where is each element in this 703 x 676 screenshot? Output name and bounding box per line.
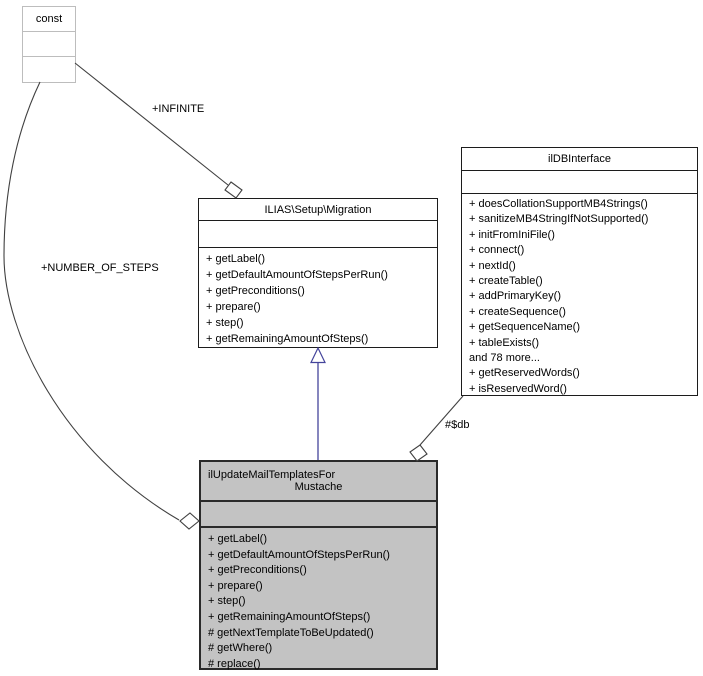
methods-compartment — [23, 57, 75, 82]
attributes-compartment — [462, 171, 697, 194]
method-item: + getLabel() — [208, 533, 268, 545]
class-node-const: const — [22, 6, 76, 83]
class-title: ILIAS\Setup\Migration — [199, 199, 437, 221]
class-title: ilDBInterface — [462, 148, 697, 171]
method-item: + addPrimaryKey() — [469, 290, 562, 303]
method-item: # replace() — [208, 657, 261, 670]
methods-compartment: + doesCollationSupportMB4Strings() + san… — [462, 194, 697, 397]
method-item: + initFromIniFile() — [469, 228, 555, 241]
method-item: + getRemainingAmountOfSteps() — [208, 610, 371, 623]
edge-label-infinite: +INFINITE — [152, 103, 205, 115]
method-item: + prepare() — [206, 300, 261, 313]
class-title-line2: Mustache — [294, 481, 343, 493]
method-item: + step() — [206, 316, 244, 329]
method-item: + nextId() — [469, 259, 516, 272]
method-item: + getDefaultAmountOfStepsPerRun() — [208, 548, 390, 561]
method-item: + tableExists() — [469, 336, 539, 349]
method-item: + step() — [208, 595, 246, 608]
method-item: + doesCollationSupportMB4Strings() — [469, 198, 648, 210]
method-item: + getLabel() — [206, 253, 266, 265]
methods-compartment: + getLabel() + getDefaultAmountOfStepsPe… — [201, 528, 436, 672]
edge-label-db: #$db — [445, 419, 470, 431]
method-item: + getDefaultAmountOfStepsPerRun() — [206, 268, 388, 281]
aggregation-diamond-infinite — [224, 181, 243, 199]
inheritance-arrowhead — [310, 346, 326, 364]
method-item: and 78 more... — [469, 352, 540, 365]
class-node-migration[interactable]: ILIAS\Setup\Migration + getLabel() + get… — [198, 198, 438, 348]
class-node-ildbinterface[interactable]: ilDBInterface + doesCollationSupportMB4S… — [461, 147, 698, 396]
method-item: + getPreconditions() — [206, 284, 305, 297]
method-item: + connect() — [469, 244, 525, 257]
method-item: + createSequence() — [469, 305, 566, 318]
class-node-ilupdatemailtemplatesformustache: ilUpdateMailTemplatesFor Mustache + getL… — [199, 460, 438, 670]
method-item: + getReservedWords() — [469, 367, 580, 380]
method-item: + sanitizeMB4StringIfNotSupported() — [469, 213, 649, 226]
method-item: + prepare() — [208, 579, 263, 592]
method-item: + createTable() — [469, 275, 543, 288]
class-title-line1: ilUpdateMailTemplatesFor — [208, 469, 336, 481]
attributes-compartment — [199, 221, 437, 248]
attributes-compartment — [23, 32, 75, 57]
class-title: ilUpdateMailTemplatesFor Mustache — [201, 462, 436, 502]
aggregation-diamond-db — [409, 444, 428, 462]
method-item: + getPreconditions() — [208, 564, 307, 577]
method-item: + getRemainingAmountOfSteps() — [206, 332, 369, 345]
attributes-compartment — [201, 502, 436, 528]
edge-number-of-steps — [3, 81, 180, 521]
aggregation-diamond-number-of-steps — [179, 512, 200, 530]
method-item: # getNextTemplateToBeUpdated() — [208, 626, 374, 639]
method-item: + isReservedWord() — [469, 382, 567, 395]
class-title: const — [23, 7, 75, 32]
method-item: # getWhere() — [208, 642, 273, 655]
edge-infinite — [74, 62, 229, 186]
method-item: + getSequenceName() — [469, 321, 580, 334]
edge-label-number-of-steps: +NUMBER_OF_STEPS — [41, 262, 159, 274]
methods-compartment: + getLabel() + getDefaultAmountOfStepsPe… — [199, 248, 437, 347]
